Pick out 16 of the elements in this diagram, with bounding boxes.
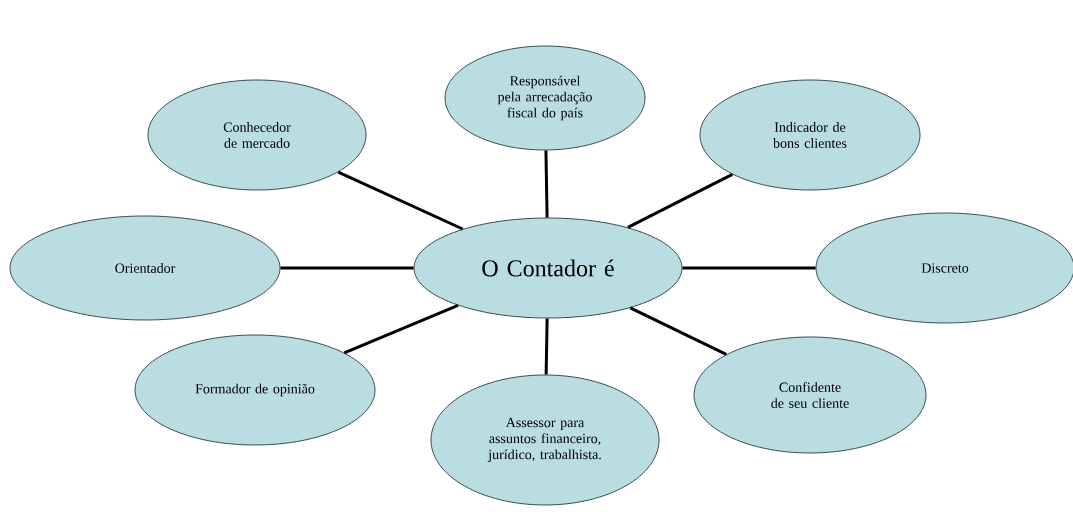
- ellipse-bubble: Indicador de bons clientes: [699, 79, 921, 191]
- ellipse-bubble: Responsável pela arrecadação fiscal do país: [444, 45, 646, 151]
- ellipse-bubble: Discreto: [815, 212, 1073, 324]
- connector-line: [627, 173, 733, 229]
- connector-line: [280, 266, 414, 270]
- ellipse-bubble: Assessor para assuntos financeiro, jurídico, trabalhista.: [430, 374, 660, 506]
- ellipse-bubble: Orientador: [9, 215, 281, 321]
- connector-line: [544, 318, 549, 375]
- ellipse-bubble: Formador de opinião: [134, 334, 376, 446]
- connector-line: [343, 304, 459, 355]
- connector-line: [629, 306, 727, 356]
- connector-line: [337, 170, 464, 231]
- connector-line: [682, 266, 816, 270]
- ellipse-bubble: Confidente de seu cliente: [693, 336, 927, 454]
- ellipse-bubble: Conhecedor de mercado: [147, 79, 367, 191]
- connector-line: [544, 150, 549, 218]
